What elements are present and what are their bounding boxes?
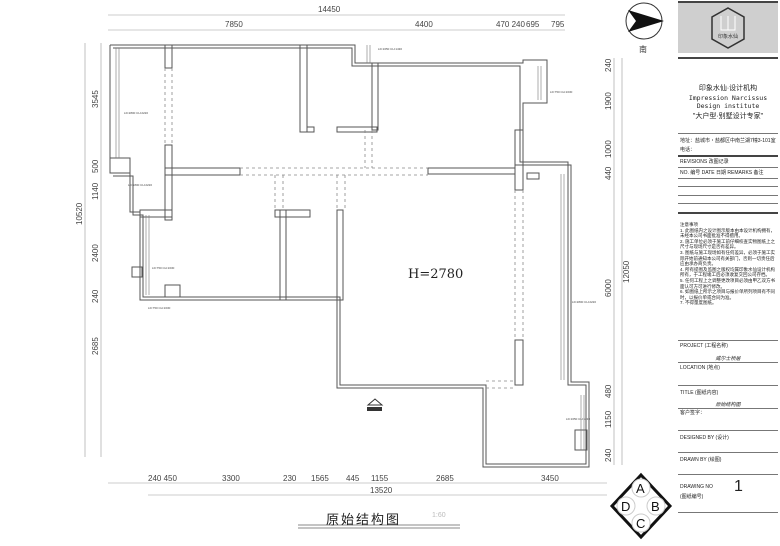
north-arrow-icon: 南 <box>625 2 664 54</box>
window-label: LD:750 CH:1630 <box>148 306 171 310</box>
dim: 6000 <box>604 279 613 297</box>
dim: 240 <box>604 58 613 72</box>
note: 3. 图纸与施工现场如有任何差异，必须于施工实际开始前通知本公司有关部门，否则一… <box>680 249 776 267</box>
revisions-header: NO. 编号 DATE 日期 REMARKS 备注 <box>680 170 764 176</box>
dim-total: 13520 <box>370 486 393 495</box>
north-label: 南 <box>639 44 647 54</box>
phone: 电话： <box>680 147 696 153</box>
right-dimensions: 240 1900 1000 440 6000 480 1150 240 1205… <box>604 58 631 462</box>
dim-total: 10520 <box>75 202 84 225</box>
dim: 1155 <box>371 474 389 483</box>
dim: 2400 <box>91 244 100 262</box>
windows <box>115 45 585 450</box>
dim: 240 <box>91 289 100 303</box>
address: 地址：盐城市・盐都区中南兰湖7幢3-101室 <box>680 138 776 144</box>
company-logo: 印象水仙 <box>678 3 778 53</box>
drawing-title: 原始结构图 <box>326 513 402 528</box>
door-openings <box>164 68 524 389</box>
window-label: LD:1650 CH:1430 <box>378 47 402 51</box>
ceiling-height-label: H=2780 <box>408 267 463 282</box>
project-value: 威尔士桥居 <box>715 356 741 362</box>
window-label: LD:1650 CH:1430 <box>566 417 590 421</box>
index-symbol-icon: A B C D <box>609 472 673 540</box>
dim: 1150 <box>604 410 613 428</box>
revisions-label: REVISIONS 改图记录 <box>680 159 729 165</box>
dim: 445 <box>346 474 360 483</box>
dim: 480 <box>604 384 613 398</box>
dim: 4400 <box>415 20 433 29</box>
drawing-no-label: DRAWING NO <box>680 484 713 490</box>
window-label: LD:2800 CH:2220 <box>572 300 596 304</box>
floor-plan: LD:2800 CH:2220 LD:1800 CH:2220 LD:750 C… <box>75 2 673 540</box>
drawing-scale: 1:60 <box>432 512 446 519</box>
note: 7. 不得量度图纸。 <box>680 300 717 306</box>
index-letter: B <box>651 499 660 514</box>
index-letter: D <box>621 499 630 514</box>
location-label: LOCATION (地点) <box>680 365 720 371</box>
company-name-cn: 印象水仙·设计机构 <box>698 85 758 92</box>
company-name-en: Design institute <box>696 102 760 110</box>
client-signature-label: 客户签字： <box>680 410 706 416</box>
project-label: PROJECT (工程名称) <box>680 343 728 349</box>
window-label: LD:2800 CH:2220 <box>124 111 148 115</box>
window-label: LD:750 CH:1630 <box>550 90 573 94</box>
window-labels: LD:2800 CH:2220 LD:1800 CH:2220 LD:750 C… <box>124 47 596 421</box>
dim: 795 <box>551 20 565 29</box>
dim: 2685 <box>436 474 454 483</box>
dim: 3450 <box>541 474 559 483</box>
index-letter: C <box>636 516 645 531</box>
dim: 1140 <box>91 182 100 200</box>
dim: 3300 <box>222 474 240 483</box>
dim: 2685 <box>91 337 100 355</box>
walls <box>109 44 590 468</box>
dim: 240 450 <box>148 474 177 483</box>
dim: 470 240 <box>496 20 525 29</box>
window-label: LD:750 CH:1630 <box>152 266 175 270</box>
entrance-marker <box>366 398 384 411</box>
dim: 1900 <box>604 92 613 110</box>
note: 2. 施工单位必须于施工前仔细校查实物图纸上之尺寸与现场尺寸是否有差异。 <box>680 238 776 250</box>
dim: 1565 <box>311 474 329 483</box>
note: 1. 此图纸内之设计图示版本由本设计机构拥有，未经本公司书面批准不得擅用。 <box>680 227 776 239</box>
top-dimensions: 14450 7850 4400 470 240 695 795 <box>225 5 565 29</box>
dim-total: 12050 <box>622 260 631 283</box>
notes-title: 注意事项 <box>680 222 698 227</box>
slogan: "大户型·别墅设计专家" <box>692 113 764 120</box>
dim: 3545 <box>91 90 100 108</box>
dim-total: 14450 <box>318 5 341 14</box>
dim: 500 <box>91 159 100 173</box>
note: 5. 任何工程上之调整更改项目必须由甲乙双方书面认可方可进行修改。 <box>680 277 776 289</box>
drawing-number: 1 <box>734 478 743 495</box>
note: 6. 如图纸上所示之项目与报价单所列项目有不同时，以报价单或合同为准。 <box>680 289 776 300</box>
dim: 240 <box>604 448 613 462</box>
dim: 230 <box>283 474 297 483</box>
designed-by-label: DESIGNED BY (设计) <box>680 435 729 441</box>
drawn-by-label: DRAWN BY (绘图) <box>680 457 722 463</box>
window-label: LD:1800 CH:2220 <box>128 183 152 187</box>
title-label: TITLE (图纸内容) <box>680 390 719 396</box>
left-dimensions: 3545 500 1140 2400 240 2685 10520 <box>75 90 100 355</box>
title-value: 原始结构图 <box>715 402 741 408</box>
dim: 7850 <box>225 20 243 29</box>
drawing-no-cn-label: (图纸编号) <box>680 494 704 500</box>
company-name-en: Impression Narcissus <box>688 94 768 102</box>
bottom-dimensions: 240 450 3300 230 1565 445 1155 2685 3450… <box>148 474 559 495</box>
note: 4. 所有提图及监图之版权均属印象水仙设计机构所有，于工程竣工后必须收复交回公司… <box>680 266 776 278</box>
logo-text: 印象水仙 <box>718 33 738 40</box>
title-block: 印象水仙 印象水仙·设计机构 Impression Narcissus Desi… <box>676 0 780 546</box>
dim: 1000 <box>604 140 613 158</box>
dim: 440 <box>604 166 613 180</box>
dim: 695 <box>526 20 540 29</box>
index-letter: A <box>636 481 645 496</box>
notes: 注意事项 1. 此图纸内之设计图示版本由本设计机构拥有，未经本公司书面批准不得擅… <box>680 222 778 306</box>
dimension-lines <box>84 14 623 496</box>
